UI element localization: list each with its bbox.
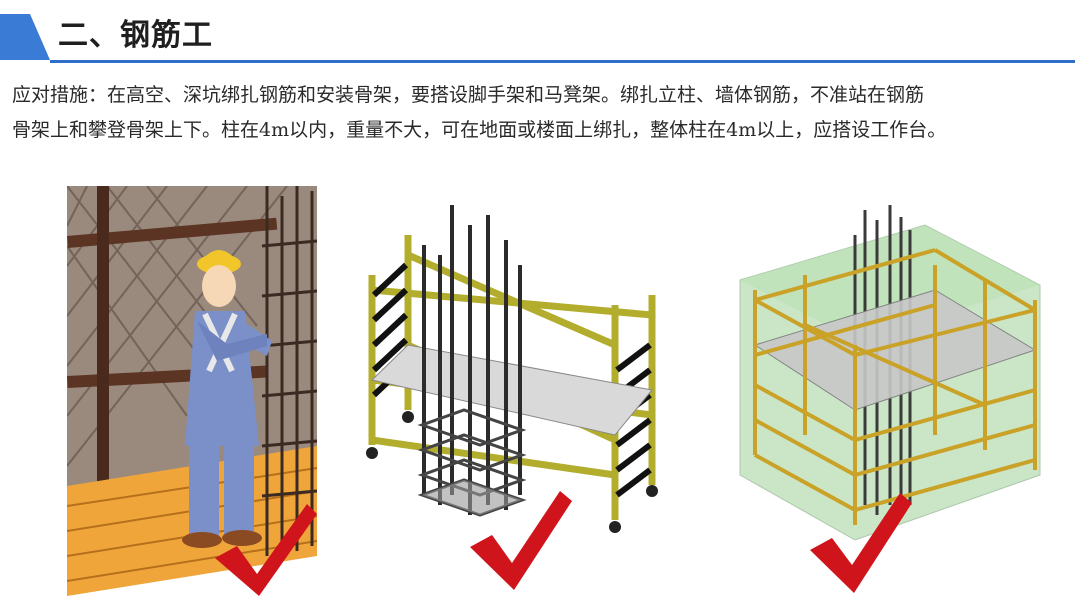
check-mark-icon bbox=[215, 504, 317, 596]
worker-tying-rebar-illustration bbox=[67, 186, 317, 596]
measures-line-2: 骨架上和攀登骨架上下。柱在4m以内，重量不大，可在地面或楼面上绑扎，整体柱在4m… bbox=[12, 119, 947, 141]
measures-text: 应对措施：在高空、深坑绑扎钢筋和安装骨架，要搭设脚手架和马凳架。绑扎立柱、墙体钢… bbox=[12, 78, 1072, 148]
page-title: 二、钢筋工 bbox=[58, 18, 213, 53]
slide-header: 二、钢筋工 bbox=[0, 0, 1080, 66]
check-mark-icon bbox=[470, 491, 572, 590]
header-divider bbox=[50, 60, 1075, 63]
header-tab-shape bbox=[0, 14, 50, 60]
measures-line-1: 应对措施：在高空、深坑绑扎钢筋和安装骨架，要搭设脚手架和马凳架。绑扎立柱、墙体钢… bbox=[12, 84, 925, 106]
column-rebar-with-work-platform-illustration bbox=[735, 205, 1045, 605]
rebar-cage-with-mobile-scaffold-illustration bbox=[360, 195, 670, 600]
check-mark-icon bbox=[810, 493, 912, 593]
worker-figure bbox=[182, 250, 272, 548]
